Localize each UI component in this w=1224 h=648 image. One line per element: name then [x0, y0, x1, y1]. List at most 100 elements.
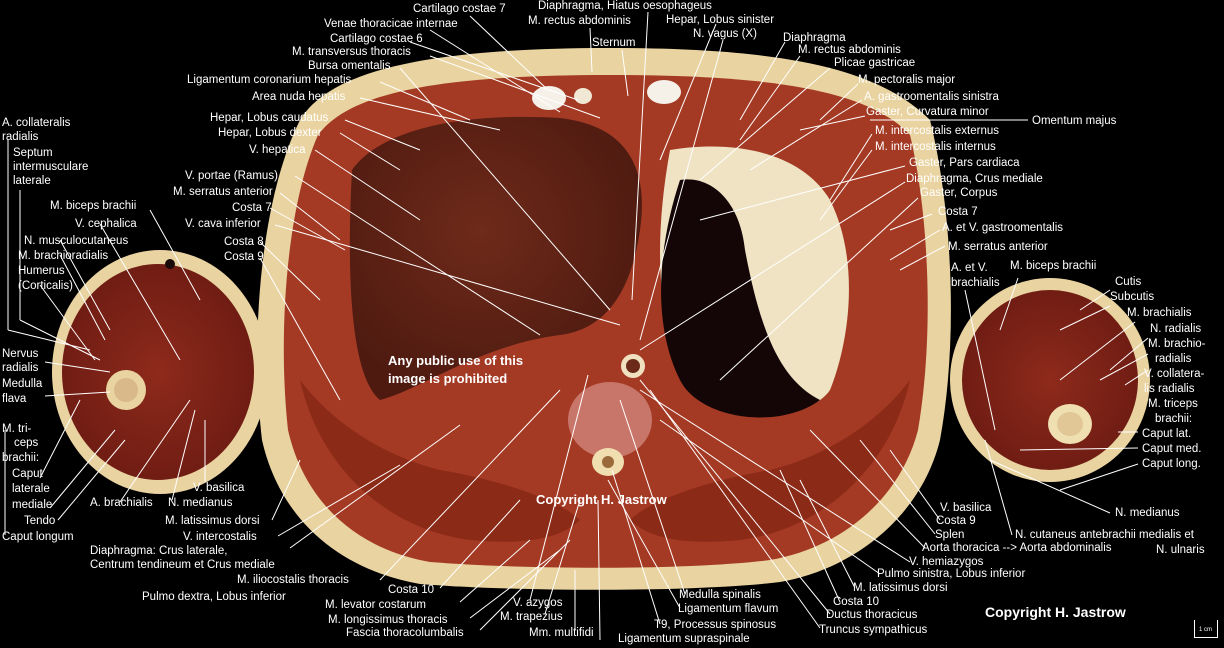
label-m-serratus-anterior-right: M. serratus anterior: [948, 241, 1048, 253]
label-bursa-omentalis: Bursa omentalis: [308, 60, 391, 72]
label-m-levator-costarum: M. levator costarum: [325, 599, 426, 611]
label-m-iliocostalis-thoracis: M. iliocostalis thoracis: [237, 574, 349, 586]
label-costa-8: Costa 8: [224, 236, 264, 248]
label-aorta-thoracica: Aorta thoracica --> Aorta abdominalis: [922, 542, 1112, 554]
label-mm-multifidi: Mm. multifidi: [529, 627, 594, 639]
label-hepar-lobus-sinister: Hepar, Lobus sinister: [666, 14, 775, 26]
label-hepar-lobus-caudatus: Hepar, Lobus caudatus: [210, 112, 329, 124]
label-omentum-majus: Omentum majus: [1032, 115, 1117, 127]
label-m-rectus-top: M. rectus abdominis: [528, 15, 631, 27]
scale-bar-label: 1 cm: [1199, 627, 1213, 633]
label-v-intercostalis: V. intercostalis: [183, 531, 257, 543]
label-septum-2: intermusculare: [13, 161, 89, 173]
label-a-v-gastroomentalis: A. et V. gastroomentalis: [942, 222, 1064, 234]
label-n-vagus: N. vagus (X): [693, 28, 757, 40]
label-a-v-brachialis-2: brachialis: [951, 277, 1000, 289]
label-m-triceps-2: ceps: [14, 437, 39, 449]
label-ligamentum-flavum: Ligamentum flavum: [678, 603, 779, 615]
label-medulla-flava-1: Medulla: [2, 378, 43, 390]
label-a-collateralis-radialis-1: A. collateralis: [2, 117, 71, 129]
label-v-collateralis-1: V. collatera-: [1144, 368, 1205, 380]
label-m-trapezius: M. trapezius: [500, 611, 563, 623]
label-costa-9-left: Costa 9: [224, 251, 264, 263]
label-cartilago-costae-6: Cartilago costae 6: [330, 33, 423, 45]
notice-public-use-2: image is prohibited: [388, 371, 508, 386]
label-caput-lat-right: Caput lat.: [1142, 428, 1192, 440]
label-area-nuda-hepatis: Area nuda hepatis: [252, 91, 346, 103]
label-subcutis: Subcutis: [1110, 291, 1155, 303]
label-v-cava-inferior: V. cava inferior: [185, 218, 261, 230]
trunk-section: [257, 48, 951, 590]
label-hepar-lobus-dexter: Hepar, Lobus dexter: [218, 127, 322, 139]
label-gaster-curvatura-minor: Gaster, Curvatura minor: [866, 106, 989, 118]
label-sternum: Sternum: [592, 37, 636, 49]
label-caput-longum: Caput longum: [2, 531, 74, 543]
label-tendo: Tendo: [24, 515, 56, 527]
label-venae-thoracicae-internae: Venae thoracicae internae: [324, 18, 458, 30]
label-n-cutaneus-1: N. cutaneus antebrachii medialis et: [1015, 529, 1194, 541]
label-m-biceps-brachii-left: M. biceps brachii: [50, 200, 137, 212]
copyright-corner: Copyright H. Jastrow: [985, 604, 1126, 620]
label-medulla-spinalis: Medulla spinalis: [679, 589, 761, 601]
label-n-medianus-left: N. medianus: [168, 497, 233, 509]
label-a-v-brachialis-1: A. et V.: [951, 262, 988, 274]
label-a-gastroomentalis-sinistra: A. gastroomentalis sinistra: [864, 91, 999, 103]
label-caput-long-right: Caput long.: [1142, 458, 1201, 470]
label-splen: Splen: [935, 529, 965, 541]
label-costa-10-left: Costa 10: [388, 584, 435, 596]
label-v-azygos: V. azygos: [513, 597, 563, 609]
label-v-collateralis-2: lis radialis: [1144, 383, 1195, 395]
label-m-pectoralis-major: M. pectoralis major: [858, 74, 956, 86]
label-t9-processus-spinosus: T9, Processus spinosus: [654, 619, 777, 631]
label-m-intercostalis-internus: M. intercostalis internus: [875, 141, 996, 153]
label-m-transversus-thoracis: M. transversus thoracis: [292, 46, 411, 58]
label-m-serratus-anterior-left: M. serratus anterior: [173, 186, 273, 198]
label-pulmo-sinistra: Pulmo sinistra, Lobus inferior: [877, 568, 1026, 580]
label-v-hemiazygos: V. hemiazygos: [909, 556, 984, 568]
label-m-brachioradialis-right-2: radialis: [1155, 353, 1192, 365]
label-m-intercostalis-externus: M. intercostalis externus: [875, 125, 999, 137]
scale-bar: 1 cm: [1194, 620, 1218, 638]
label-medulla-flava-2: flava: [2, 393, 27, 405]
label-m-rectus-right: M. rectus abdominis: [798, 44, 901, 56]
label-cutis: Cutis: [1115, 276, 1142, 288]
label-v-cephalica: V. cephalica: [75, 218, 137, 230]
label-m-triceps-3: brachii:: [2, 452, 40, 464]
label-plicae-gastricae: Plicae gastricae: [834, 57, 916, 69]
label-m-biceps-brachii-right: M. biceps brachii: [1010, 260, 1097, 272]
label-diaphragma-crus-laterale-2: Centrum tendineum et Crus mediale: [90, 559, 275, 571]
label-truncus-sympathicus: Truncus sympathicus: [819, 624, 928, 636]
label-diaphragma-crus-mediale: Diaphragma, Crus mediale: [906, 173, 1043, 185]
label-costa-10-right: Costa 10: [833, 596, 880, 608]
label-m-triceps-right-1: M. triceps: [1148, 398, 1198, 410]
copyright-center: Copyright H. Jastrow: [536, 492, 667, 507]
label-m-latissimus-dorsi-left: M. latissimus dorsi: [165, 515, 260, 527]
label-cartilago-costae-7: Cartilago costae 7: [413, 3, 506, 15]
label-n-radialis-right: N. radialis: [1150, 323, 1202, 335]
label-m-brachioradialis-left: M. brachioradialis: [18, 250, 109, 262]
label-ductus-thoracicus: Ductus thoracicus: [826, 609, 918, 621]
leader-lines: [4, 11, 1149, 641]
label-costa-9-right: Costa 9: [936, 515, 976, 527]
label-caput-laterale-2: laterale: [12, 483, 50, 495]
label-gaster-corpus: Gaster, Corpus: [920, 187, 998, 199]
label-humerus-1: Humerus: [18, 265, 65, 277]
label-gaster-pars-cardiaca: Gaster, Pars cardiaca: [909, 157, 1020, 169]
label-diaphragma-crus-laterale-1: Diaphragma: Crus laterale,: [90, 545, 228, 557]
label-caput-laterale-1: Caput: [12, 468, 43, 480]
label-septum-1: Septum: [13, 147, 53, 159]
label-pulmo-dextra: Pulmo dextra, Lobus inferior: [142, 591, 286, 603]
label-m-brachioradialis-right-1: M. brachio-: [1148, 338, 1206, 350]
label-n-medianus-right: N. medianus: [1115, 507, 1180, 519]
label-n-cutaneus-2: N. ulnaris: [1156, 544, 1205, 556]
notice-public-use-1: Any public use of this: [388, 353, 524, 368]
label-m-latissimus-dorsi-right: M. latissimus dorsi: [853, 582, 948, 594]
label-diaphragma-hiatus: Diaphragma, Hiatus oesophageus: [538, 0, 712, 12]
label-nervus-radialis-2: radialis: [2, 362, 39, 374]
left-arm-section: [52, 250, 268, 494]
label-v-portae: V. portae (Ramus): [185, 170, 278, 182]
label-ligamentum-supraspinale: Ligamentum supraspinale: [618, 633, 750, 645]
label-m-triceps-1: M. tri-: [2, 423, 32, 435]
